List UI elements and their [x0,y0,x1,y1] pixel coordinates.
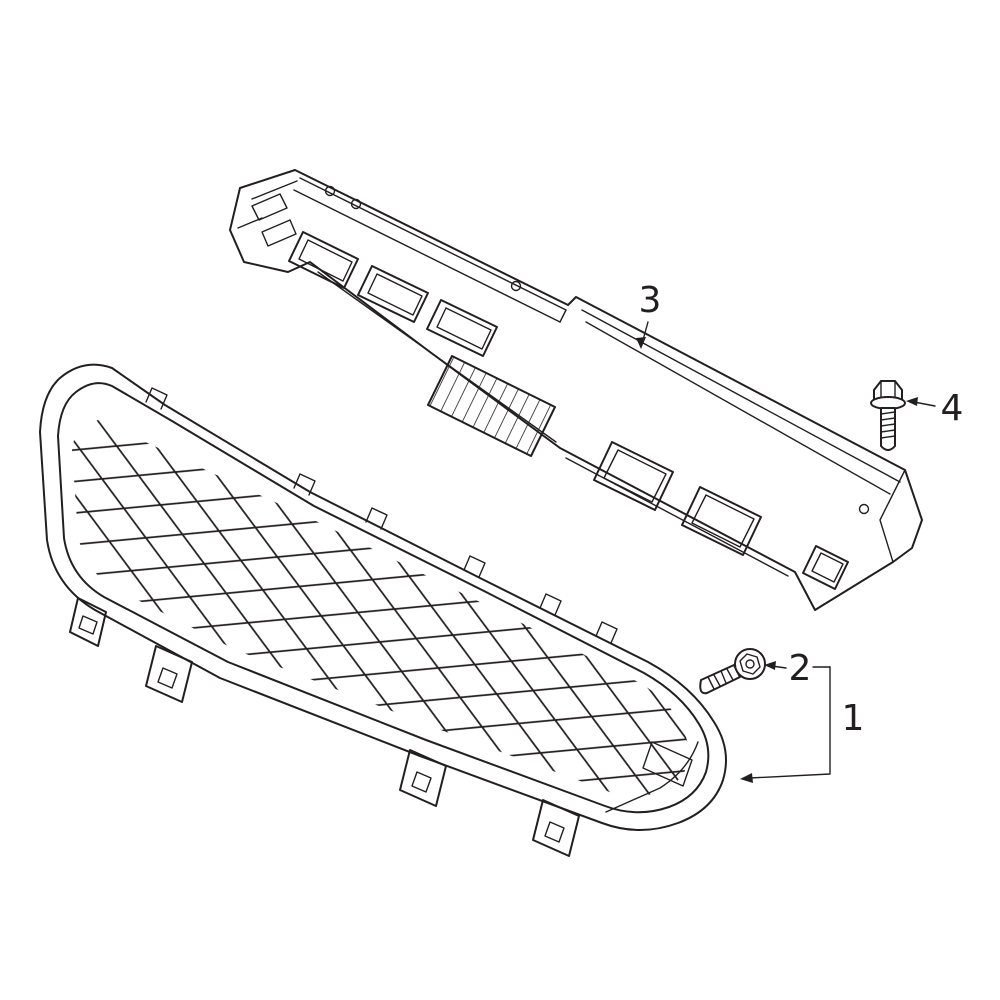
cover-end-fold [879,469,906,563]
callout-3-arrow-icon [636,337,646,349]
callout-4-leader [913,401,936,407]
callout-2: 2 [764,648,831,689]
bolt-hex-center [745,659,755,669]
grille-mount-tab [145,645,193,703]
callout-1: 1 [740,666,865,783]
cover-opening-inner [603,449,667,503]
cover-opening [681,486,762,556]
grille-mount-tab [69,597,107,647]
callout-2-label: 2 [789,648,812,689]
cover-flange-line [585,321,891,495]
grille-tip-fold [605,741,699,813]
callout-3-leader [642,321,649,341]
callout-2-arrow-icon [764,661,776,670]
grille-mount-tab [532,799,580,857]
callout-1-label: 1 [842,698,865,739]
cover-opening [593,441,674,511]
cover-bolt-drawing [870,380,906,451]
cover-vent-inner [298,239,353,282]
cover-vent-inner [367,273,423,316]
bolt-hex-head [739,653,761,675]
grille-top-tab [595,621,618,644]
cover-vent [357,265,429,323]
callout-3: 3 [636,280,661,349]
bolt-flange [734,648,766,680]
callout-4: 4 [906,388,963,429]
grille-tip-plate [642,741,693,787]
grille-bolt-drawing [699,648,766,695]
cover-hole [350,198,362,210]
grille-part-drawing [39,363,727,857]
callout-3-label: 3 [639,280,662,321]
cover-hole [324,185,336,197]
cover-vent [426,299,498,357]
grille-mesh [72,420,689,797]
callout-4-label: 4 [941,388,964,429]
grille-mount-tab-hole [78,615,98,635]
cover-bottom-line [565,457,789,577]
grille-mount-tab-hole [544,821,565,843]
bolt-thread [726,668,734,681]
cover-flange-step [559,309,567,323]
grille-top-tab [145,387,168,410]
cover-flange-line [581,309,901,483]
grille-mount-tab [399,749,447,807]
cover-end-plate [802,545,849,590]
bolt-thread [880,411,896,439]
grille-mount-tab-hole [157,667,178,689]
cover-left-bracket-step [237,217,263,229]
cover-opening-inner [691,494,755,548]
grille-outer-outline [39,363,727,831]
cover-vent [288,231,359,289]
grille-top-tab [463,555,486,578]
cover-slat-panel [427,355,556,457]
grille-top-tab [365,507,388,530]
grille-mount-tab-hole [411,771,432,793]
cover-hole [510,280,522,292]
cover-outline [229,169,923,611]
cover-left-bracket-line [251,180,298,200]
cover-flange-line [293,189,561,323]
grille-inner-outline [57,382,710,814]
callout-1-bracket [749,666,831,779]
cover-flange-line [299,177,567,311]
grille-top-tab [293,473,316,496]
upper-cover-part-drawing [229,169,923,611]
bolt-thread [720,670,727,684]
callout-4-arrow-icon [906,397,918,406]
bolt-shaft [699,664,741,695]
cover-hole [858,503,870,515]
callout-1-arrow-icon [740,773,753,783]
cover-vent-inner [436,307,492,350]
cover-end-plate-inner [811,552,844,583]
bolt-thread [707,676,715,690]
bolt-thread [713,674,721,687]
cover-left-bracket-notch [251,193,288,221]
grille-top-tab [539,593,562,616]
cover-left-bracket-notch [261,219,297,247]
